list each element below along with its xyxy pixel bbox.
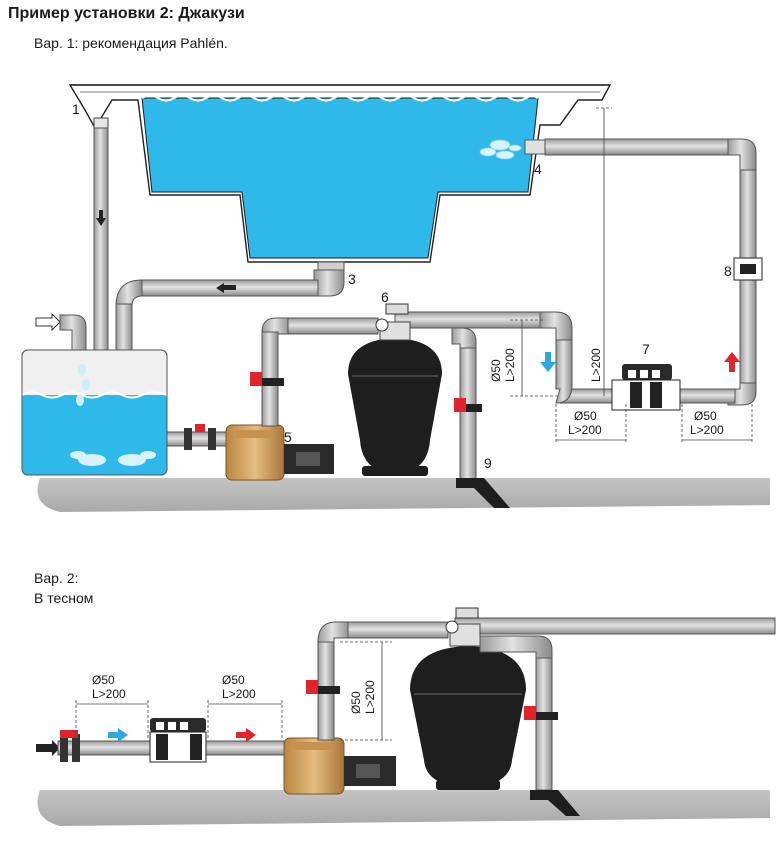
dim-diameter-v2a: Ø50 — [92, 673, 115, 687]
waste-pipe — [459, 347, 477, 481]
variant2-line2: В тесном — [34, 590, 94, 606]
dimension-vertical-heater — [596, 107, 612, 396]
valve-handle-icon — [250, 372, 262, 386]
elbow-v2-top — [317, 621, 351, 643]
dim-length-v1d: L>200 — [690, 423, 724, 437]
heater-7 — [611, 364, 681, 411]
dim-diameter-v1d: Ø50 — [694, 409, 717, 423]
drain-icon — [456, 478, 510, 508]
dim-length-v1c: L>200 — [568, 423, 602, 437]
flow-arrow-icon — [724, 352, 740, 372]
heater-v2 — [149, 718, 207, 763]
flow-arrow-icon — [216, 283, 236, 293]
callout-9: 9 — [484, 455, 492, 471]
floor-slab-v2 — [37, 790, 770, 826]
suction-pipe — [166, 431, 228, 447]
page-title: Пример установки 2: Джакузи — [8, 5, 245, 22]
valve-handle-icon — [306, 680, 318, 694]
valve-handle-icon — [454, 398, 466, 412]
elbow-top-right — [727, 138, 757, 173]
balance-tank — [21, 349, 168, 476]
valve-handle-icon — [195, 424, 205, 432]
pressure-valve — [256, 378, 284, 386]
filter-inlet-pipe — [287, 317, 379, 335]
suction-coupling — [208, 428, 216, 450]
dim-diameter-v1c: Ø50 — [574, 409, 597, 423]
inlet-bubbles — [479, 139, 522, 160]
dimension-vertical-filter — [510, 319, 560, 397]
filter-inlet-v2 — [347, 621, 449, 639]
dim-diameter-v2c: Ø50 — [349, 691, 363, 714]
callout-1: 1 — [72, 101, 80, 117]
suction-coupling — [184, 428, 192, 450]
flow-arrow-icon — [236, 728, 256, 742]
callout-4: 4 — [534, 161, 542, 177]
elbow-waste-v2 — [479, 635, 553, 661]
valve-handle-icon — [60, 730, 78, 738]
inlet-nozzle — [524, 139, 548, 155]
callout-3: 3 — [348, 271, 356, 287]
drain-icon — [530, 790, 580, 816]
dim-diameter-v1a: Ø50 — [489, 359, 503, 382]
dimension-horizontal-left — [555, 404, 627, 444]
pump-5 — [225, 424, 334, 481]
dim-diameter-v2b: Ø50 — [222, 673, 245, 687]
inlet-arrow-icon — [35, 312, 61, 332]
dim-length-v2a: L>200 — [92, 687, 126, 701]
dimension-v2-left — [75, 700, 149, 740]
dim-length-v1a: L>200 — [503, 348, 517, 382]
elbow-valve-right — [539, 311, 573, 341]
callout-7: 7 — [642, 341, 650, 357]
waste-pipe-v2 — [535, 657, 553, 791]
pump-v2 — [283, 737, 396, 795]
valve-outlet-pipe — [394, 311, 548, 329]
dimension-v2-vertical — [340, 641, 392, 741]
callout-8: 8 — [724, 263, 732, 279]
dim-length-v1b: L>200 — [589, 348, 603, 382]
variant2-line1: Вар. 2: — [34, 570, 79, 586]
dimension-horizontal-right — [681, 404, 753, 444]
flow-arrow-icon — [108, 728, 128, 742]
sand-filter-v2 — [410, 607, 526, 790]
elbow-waste — [451, 327, 477, 351]
dim-length-v2c: L>200 — [363, 680, 377, 714]
variant2-caption: Вар. 2: В тесном — [34, 568, 93, 608]
elbow-heater-left — [555, 329, 573, 404]
top-pipe-v2 — [454, 617, 776, 635]
sand-filter — [348, 303, 442, 476]
elbow-pump-top — [261, 317, 291, 335]
variant1-caption: Вар. 1: рекомендация Pahlén. — [34, 35, 228, 51]
callout-5: 5 — [284, 429, 292, 445]
dim-length-v2b: L>200 — [222, 687, 256, 701]
elbow-drain — [313, 269, 345, 297]
valve-handle-icon — [524, 706, 536, 720]
return-pipe-top — [544, 138, 741, 156]
flow-arrow-icon — [540, 352, 556, 372]
flow-arrow-icon — [96, 210, 106, 226]
inlet-arrow-icon — [36, 740, 60, 756]
floor-slab — [37, 478, 770, 512]
elbow-drain-left — [115, 279, 143, 307]
callout-6: 6 — [381, 289, 389, 305]
elbow-tank-inlet — [59, 314, 87, 351]
spa-tub — [68, 84, 612, 263]
dimension-v2-mid — [207, 700, 283, 740]
